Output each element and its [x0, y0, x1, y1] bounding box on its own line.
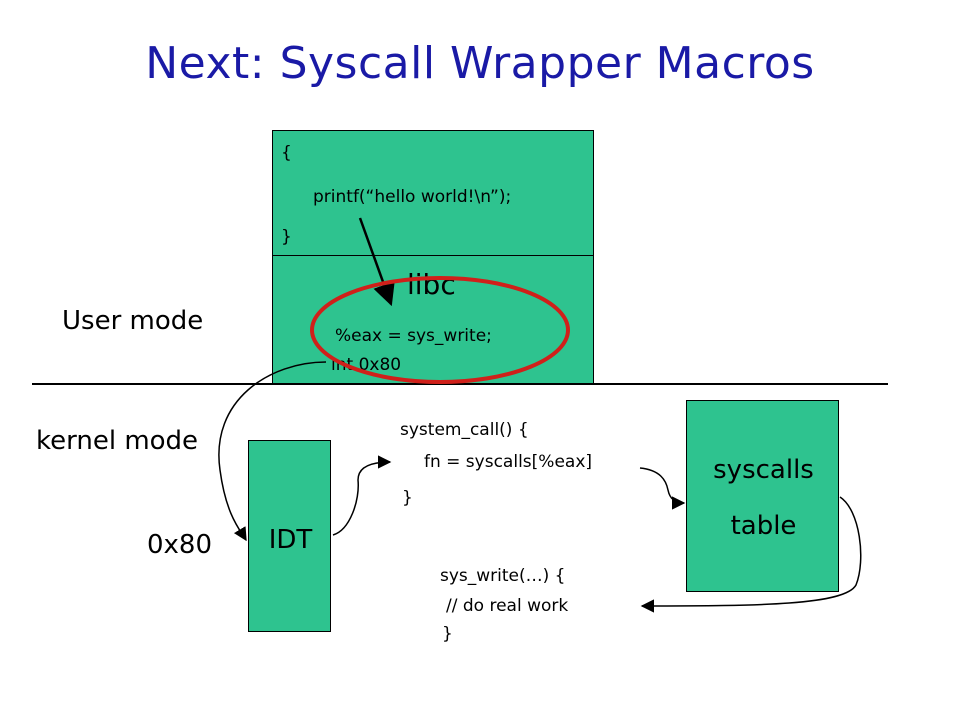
sys-write-comment: // do real work	[446, 596, 569, 616]
idt-box: IDT	[248, 440, 331, 632]
syscalls-table-label-1: syscalls	[713, 455, 814, 485]
program-close-brace: }	[281, 227, 292, 247]
libc-highlight-circle	[310, 276, 570, 384]
system-call-close: }	[402, 488, 413, 508]
page-title: Next: Syscall Wrapper Macros	[145, 38, 815, 89]
sys-write-close: }	[442, 624, 453, 644]
table-to-sys-write-arrow	[640, 496, 862, 613]
dispatch-to-table-arrow	[639, 467, 686, 510]
sys-write-open: sys_write(…) {	[440, 566, 566, 586]
printf-to-libc-arrow	[358, 217, 395, 307]
syscalls-table-label-2: table	[730, 511, 797, 541]
printf-call: printf(“hello world!\n”);	[313, 187, 512, 207]
idt-label: IDT	[268, 525, 313, 555]
system-call-dispatch: fn = syscalls[%eax]	[424, 452, 593, 472]
idt-vector-label: 0x80	[147, 530, 213, 560]
program-open-brace: {	[281, 143, 292, 163]
system-call-open: system_call() {	[400, 420, 529, 440]
int-to-idt-arrow	[218, 361, 327, 542]
libc-eax-line: %eax = sys_write;	[335, 326, 492, 346]
syscalls-table-box: syscalls table	[686, 400, 839, 592]
user-mode-label: User mode	[62, 306, 204, 336]
libc-label: libc	[407, 268, 456, 301]
user-program-box: { printf(“hello world!\n”); }	[272, 130, 594, 256]
kernel-mode-label: kernel mode	[36, 426, 199, 456]
idt-to-system-call-arrow	[332, 455, 392, 536]
